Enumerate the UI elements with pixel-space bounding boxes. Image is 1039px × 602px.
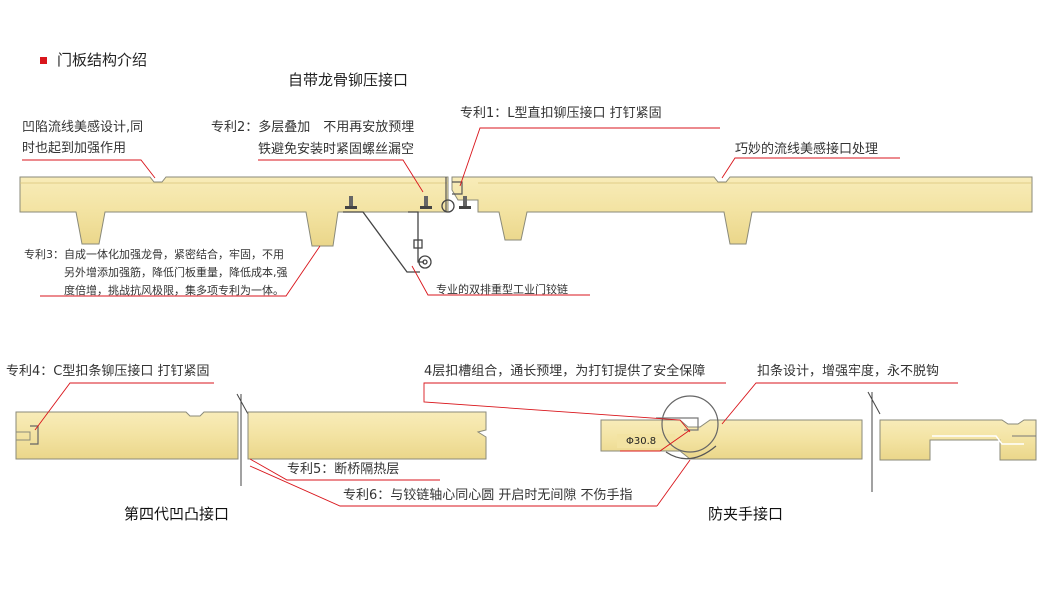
top-diagram-title: 自带龙骨铆压接口	[288, 71, 409, 89]
leader-patent6-arc	[656, 459, 691, 507]
leader-diameter	[620, 429, 691, 452]
section-title: 门板结构介绍	[57, 51, 148, 69]
annotation-patent3-line1: 专利3：自成一体化加强龙骨，紧密结合，牢固，不用	[24, 248, 284, 261]
top-leader-lines	[22, 127, 900, 297]
right-panel-b	[879, 419, 1037, 461]
leader-patent5	[249, 458, 440, 481]
right-panel-group	[600, 391, 1037, 492]
annotation-clip-design: 扣条设计，增强牢度，永不脱钩	[757, 364, 940, 379]
left-panel-b	[247, 411, 487, 460]
top-panel-left-section	[19, 176, 449, 247]
top-panel-right-section	[451, 176, 1033, 245]
leader-patent4	[34, 382, 214, 431]
leader-hinge	[411, 265, 590, 296]
clip-hook	[932, 435, 1024, 445]
left-panel-group	[15, 393, 487, 486]
rivet	[420, 196, 432, 209]
annotation-patent3-line2: 另外增添加强筋，降低门板重量，降低成本,强	[64, 266, 288, 279]
annotation-hinge: 专业的双排重型工业门铰链	[436, 283, 568, 296]
leader-concave	[22, 159, 156, 179]
left-panel-a	[15, 411, 239, 460]
left-diagram-caption: 第四代凹凸接口	[124, 505, 230, 523]
c-clip-joint	[30, 425, 39, 445]
l-type-joint	[445, 177, 463, 212]
annotation-patent2-line1: 专利2：多层叠加 不用再安放预埋	[211, 120, 415, 135]
rivet	[459, 196, 471, 209]
top-panel	[19, 176, 1033, 273]
left-leader-lines	[34, 382, 657, 507]
annotation-patent5: 专利5：断桥隔热层	[287, 462, 400, 477]
leader-patent1	[459, 127, 720, 187]
annotation-patent2-line2: 铁避免安装时紧固螺丝漏空	[258, 142, 415, 157]
diameter-label: Φ30.8	[626, 436, 657, 447]
leader-patent3	[40, 245, 321, 297]
diameter-label-bg	[617, 434, 675, 448]
leader-patent6	[249, 465, 657, 507]
section-bullet	[40, 57, 47, 64]
rivet	[345, 196, 357, 209]
panel-edge-line	[236, 393, 249, 415]
annotation-patent1: 专利1：L型直扣铆压接口 打钉紧固	[460, 106, 662, 121]
leader-four-layer	[423, 382, 726, 433]
leader-patent2	[258, 159, 424, 193]
annotation-four-layer: 4层扣槽组合，通长预埋，为打钉提供了安全保障	[424, 364, 706, 379]
leader-smooth	[721, 157, 900, 179]
annotation-concave-line1: 凹陷流线美感设计,同	[22, 120, 144, 135]
annotation-patent3-line3: 度倍增，挑战抗风极限，集多项专利为一体。	[64, 284, 284, 297]
annotation-smooth-interface: 巧妙的流线美感接口处理	[735, 142, 879, 157]
right-leader-lines	[423, 382, 958, 507]
leader-clip	[721, 382, 958, 425]
right-diagram-caption: 防夹手接口	[708, 505, 784, 523]
concentric-circle	[661, 395, 719, 453]
four-layer-groove	[656, 417, 699, 431]
hinge-arc	[665, 445, 717, 460]
panel-edge-line	[867, 391, 881, 415]
annotation-concave-line2: 时也起到加强作用	[22, 141, 127, 156]
industrial-hinge	[343, 199, 455, 273]
annotation-patent4: 专利4：C型扣条铆压接口 打钉紧固	[6, 364, 210, 379]
annotation-patent6: 专利6：与铰链轴心同心圆 开启时无间隙 不伤手指	[343, 488, 633, 503]
